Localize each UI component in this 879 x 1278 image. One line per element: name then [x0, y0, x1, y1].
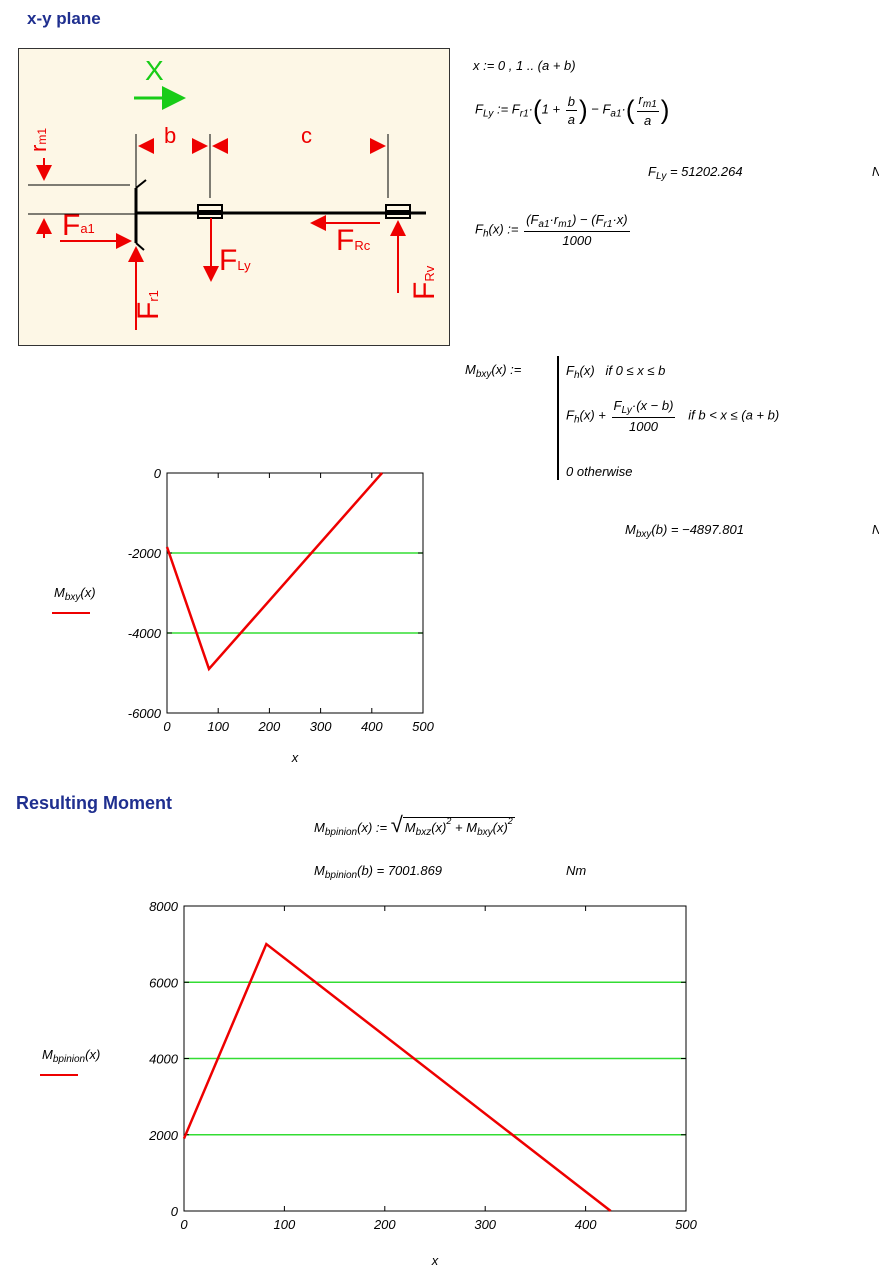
y-tick-label: 4000 — [149, 1052, 179, 1067]
y-tick-label: -2000 — [128, 546, 162, 561]
diagram-background — [18, 48, 450, 346]
y-tick-label: 8000 — [149, 899, 179, 914]
eq-mbxy-lhs: Mbxy(x) := — [465, 362, 522, 380]
x-tick-label: 200 — [373, 1217, 396, 1232]
x-tick-label: 300 — [474, 1217, 496, 1232]
eq-mbpinion-unit: Nm — [566, 863, 587, 878]
x-tick-label: 0 — [180, 1217, 188, 1232]
eq-fly-unit: N — [872, 164, 879, 179]
fly-label: FLy — [219, 244, 251, 277]
bearing-right — [385, 204, 411, 212]
y-axis-label: Mbpinion(x) — [42, 1047, 100, 1065]
x-tick-label: 300 — [310, 719, 332, 734]
dim-b-label: b — [164, 123, 176, 148]
x-tick-label: 400 — [361, 719, 383, 734]
heading-xy-plane: x-y plane — [27, 9, 101, 28]
fa1-label: Fa1 — [62, 209, 95, 242]
y-tick-label: -4000 — [128, 626, 162, 641]
series-line — [182, 942, 612, 1212]
eq-fly-value: FLy = 51202.264 — [648, 164, 743, 182]
x-direction-label: X — [145, 55, 164, 86]
plot-frame — [166, 472, 424, 714]
heading-resulting-moment: Resulting Moment — [16, 793, 172, 813]
y-tick-label: 6000 — [149, 975, 179, 990]
eq-mbpinion-value: Mbpinion(b) = 7001.869 — [314, 863, 443, 881]
chart-mbpinion: 0 100 200 300 400 500 8000 6000 4000 2000 0 Mbpinio… — [40, 899, 698, 1268]
eq-mbxy-unit: N — [872, 522, 879, 537]
shaft-force-diagram: X b c rm1 Fa1 Fr1 FLy FRc FRv — [18, 48, 450, 346]
fr1-label: Fr1 — [132, 290, 165, 320]
x-axis-label: x — [431, 1253, 439, 1268]
x-tick-label: 200 — [258, 719, 281, 734]
chart-mbxy: 0 100 200 300 400 500 0 -2000 -4000 -6000 Mbxy(x) x — [52, 466, 435, 765]
series-line — [165, 472, 383, 672]
frv-label: FRv — [408, 265, 441, 300]
x-tick-label: 500 — [675, 1217, 697, 1232]
x-tick-label: 100 — [274, 1217, 296, 1232]
eq-mbxy-case2: Fh(x) + FLy·(x − b)1000 if b < x ≤ (a + … — [566, 398, 780, 434]
eq-mbxy-value: Mbxy(b) = −4897.801 — [625, 522, 744, 540]
x-axis-label: x — [291, 750, 299, 765]
y-tick-label: 0 — [171, 1204, 179, 1219]
eq-mbpinion-def: Mbpinion(x) := √Mbxz(x)2 + Mbxy(x)2 — [314, 812, 515, 838]
bearing-left — [197, 204, 223, 212]
x-tick-label: 400 — [575, 1217, 597, 1232]
eq-fh-def: Fh(x) := (Fa1·rm1) − (Fr1·x) 1000 — [475, 212, 630, 248]
y-tick-label: -6000 — [128, 706, 162, 721]
x-tick-label: 0 — [163, 719, 171, 734]
y-tick-label: 0 — [154, 466, 162, 481]
piecewise-bracket — [557, 356, 559, 480]
dim-c-label: c — [301, 123, 312, 148]
rm1-label: rm1 — [26, 128, 51, 152]
y-tick-label: 2000 — [148, 1128, 179, 1143]
frc-label: FRc — [336, 224, 371, 257]
eq-mbxy-case3: 0 otherwise — [566, 464, 633, 479]
eq-mbxy-case1: Fh(x) if 0 ≤ x ≤ b — [566, 363, 666, 381]
eq-range: x := 0 , 1 .. (a + b) — [473, 58, 576, 73]
x-tick-label: 500 — [412, 719, 434, 734]
y-axis-label: Mbxy(x) — [54, 585, 96, 603]
x-tick-label: 100 — [207, 719, 229, 734]
